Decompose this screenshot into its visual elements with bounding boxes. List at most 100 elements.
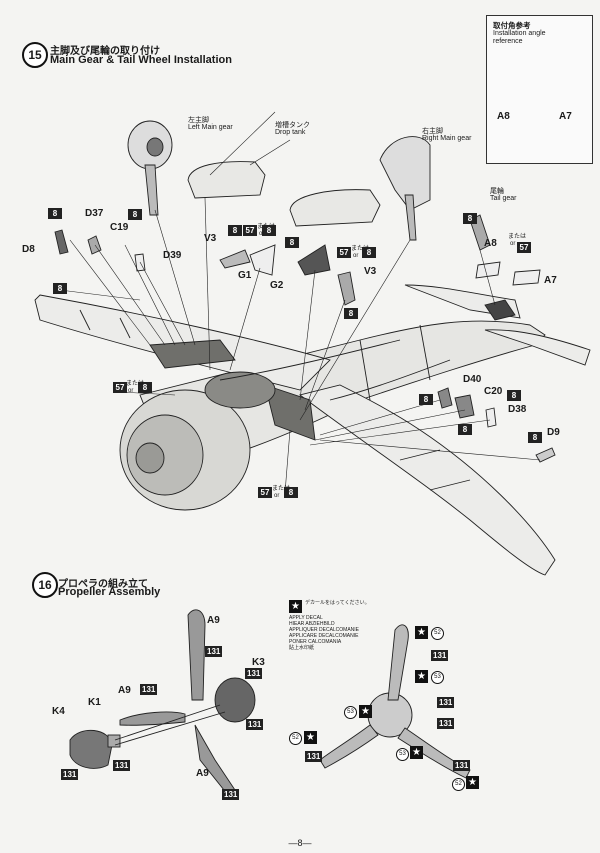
installation-angle-inset: 取付角参考 Installation angle reference A8 A7 (486, 15, 593, 164)
paint-badge-131: 131 (61, 769, 79, 780)
inset-label-a8: A8 (497, 111, 510, 122)
or-text-en: or (274, 493, 280, 499)
part-v3-left: V3 (204, 233, 217, 244)
prop-part-a9-bottom: A9 (196, 768, 209, 779)
decal-number-52: 52 (431, 627, 444, 640)
decal-note: デカールをはってください。 APPLY DECAL HIEAR ABZIEHBI… (289, 600, 379, 658)
page-number: ―8― (288, 838, 312, 848)
paint-badge-131: 131 (453, 760, 471, 771)
or-text-jp: または (126, 381, 145, 387)
paint-badge-131: 131 (437, 697, 455, 708)
prop-part-k4: K4 (52, 706, 65, 717)
cement-badge: 8 (53, 283, 67, 294)
inset-label-a7: A7 (559, 111, 572, 122)
decal-star-icon: ★ (415, 670, 428, 683)
decal-star-icon: ★ (359, 705, 372, 718)
part-a7: A7 (544, 275, 557, 286)
or-text-en: or (510, 241, 516, 247)
prop-part-a9-top: A9 (207, 615, 220, 626)
decal-note-jp: デカールをはってください。 (305, 600, 370, 606)
glue-badge-57: 57 (258, 487, 272, 498)
prop-part-a9-mid: A9 (118, 685, 131, 696)
cement-badge: 8 (228, 225, 242, 236)
step-16-title-en: Propeller Assembly (58, 586, 161, 598)
decal-number-53: 53 (344, 706, 357, 719)
prop-part-k1: K1 (88, 697, 101, 708)
or-text-jp: または (508, 234, 527, 240)
prop-part-k3: K3 (252, 657, 265, 668)
inset-title-jp: 取付角参考 (493, 21, 531, 30)
paint-badge-131: 131 (245, 668, 263, 679)
part-d39: D39 (163, 250, 182, 261)
paint-badge-131: 131 (222, 789, 240, 800)
tail-gear-jp: 尾輪 (490, 188, 504, 195)
paint-badge-131: 131 (437, 718, 455, 729)
part-v3-right: V3 (364, 266, 377, 277)
decal-number-53: 53 (431, 671, 444, 684)
cement-badge: 8 (284, 487, 298, 498)
left-main-gear-jp: 左主脚 (188, 117, 209, 124)
part-c19: C19 (110, 222, 129, 233)
cement-badge: 8 (463, 213, 477, 224)
or-text-en: or (353, 253, 359, 259)
decal-note-l4: APPLICARE DECALCOMANIE (289, 633, 359, 639)
cement-badge: 8 (262, 225, 276, 236)
glue-badge-57: 57 (517, 242, 531, 253)
left-main-gear-en: Left Main gear (188, 124, 233, 131)
part-d37: D37 (85, 208, 104, 219)
step-15-number: 15 (22, 42, 48, 68)
or-text-jp: または (351, 246, 370, 252)
decal-star-icon: ★ (466, 776, 479, 789)
decal-note-l5: PONER CALCOMANIA (289, 639, 342, 645)
cement-badge: 8 (419, 394, 433, 405)
cement-badge: 8 (507, 390, 521, 401)
paint-badge-131: 131 (140, 684, 158, 695)
paint-badge-131: 131 (205, 646, 223, 657)
decal-note-l6: 貼上水印紙 (289, 645, 315, 651)
decal-number-53: 53 (396, 748, 409, 761)
glue-badge-57: 57 (243, 225, 257, 236)
or-text-en: or (128, 388, 134, 394)
part-d40: D40 (463, 374, 482, 385)
decal-note-l3: APPLIQUER DECALCOMANIE (289, 627, 360, 633)
cement-badge: 8 (138, 382, 152, 393)
cement-badge: 8 (362, 247, 376, 258)
part-g2: G2 (270, 280, 284, 291)
paint-badge-131: 131 (113, 760, 131, 771)
part-d38: D38 (508, 404, 527, 415)
step-15-title-en: Main Gear & Tail Wheel Installation (50, 54, 232, 66)
cement-badge: 8 (344, 308, 358, 319)
right-main-gear-jp: 右主脚 (422, 128, 443, 135)
part-d9: D9 (547, 427, 560, 438)
or-text-jp: または (272, 486, 291, 492)
or-text-en: or (259, 231, 265, 237)
cement-badge: 8 (48, 208, 62, 219)
decal-star-icon: ★ (289, 600, 302, 613)
step-16-number: 16 (32, 572, 58, 598)
decal-note-l1: APPLY DECAL (289, 615, 323, 621)
part-g1: G1 (238, 270, 252, 281)
decal-number-52: 52 (452, 778, 465, 791)
part-d8: D8 (22, 244, 35, 255)
drop-tank-jp: 増槽タンク (275, 122, 310, 129)
cement-badge: 8 (285, 237, 299, 248)
inset-title-en-2: reference (493, 38, 523, 45)
decal-star-icon: ★ (304, 731, 317, 744)
tail-gear-en: Tail gear (490, 195, 517, 202)
part-a8: A8 (484, 238, 497, 249)
paint-badge-131: 131 (246, 719, 264, 730)
cement-badge: 8 (458, 424, 472, 435)
paint-badge-131: 131 (431, 650, 449, 661)
inset-title-en-1: Installation angle (493, 30, 546, 37)
decal-star-icon: ★ (415, 626, 428, 639)
paint-badge-131: 131 (305, 751, 323, 762)
or-text-jp: または (257, 224, 276, 230)
cement-badge: 8 (128, 209, 142, 220)
decal-number-52: 52 (289, 732, 302, 745)
glue-badge-57: 57 (337, 247, 351, 258)
part-c20: C20 (484, 386, 503, 397)
cement-badge: 8 (528, 432, 542, 443)
glue-badge-57: 57 (113, 382, 127, 393)
